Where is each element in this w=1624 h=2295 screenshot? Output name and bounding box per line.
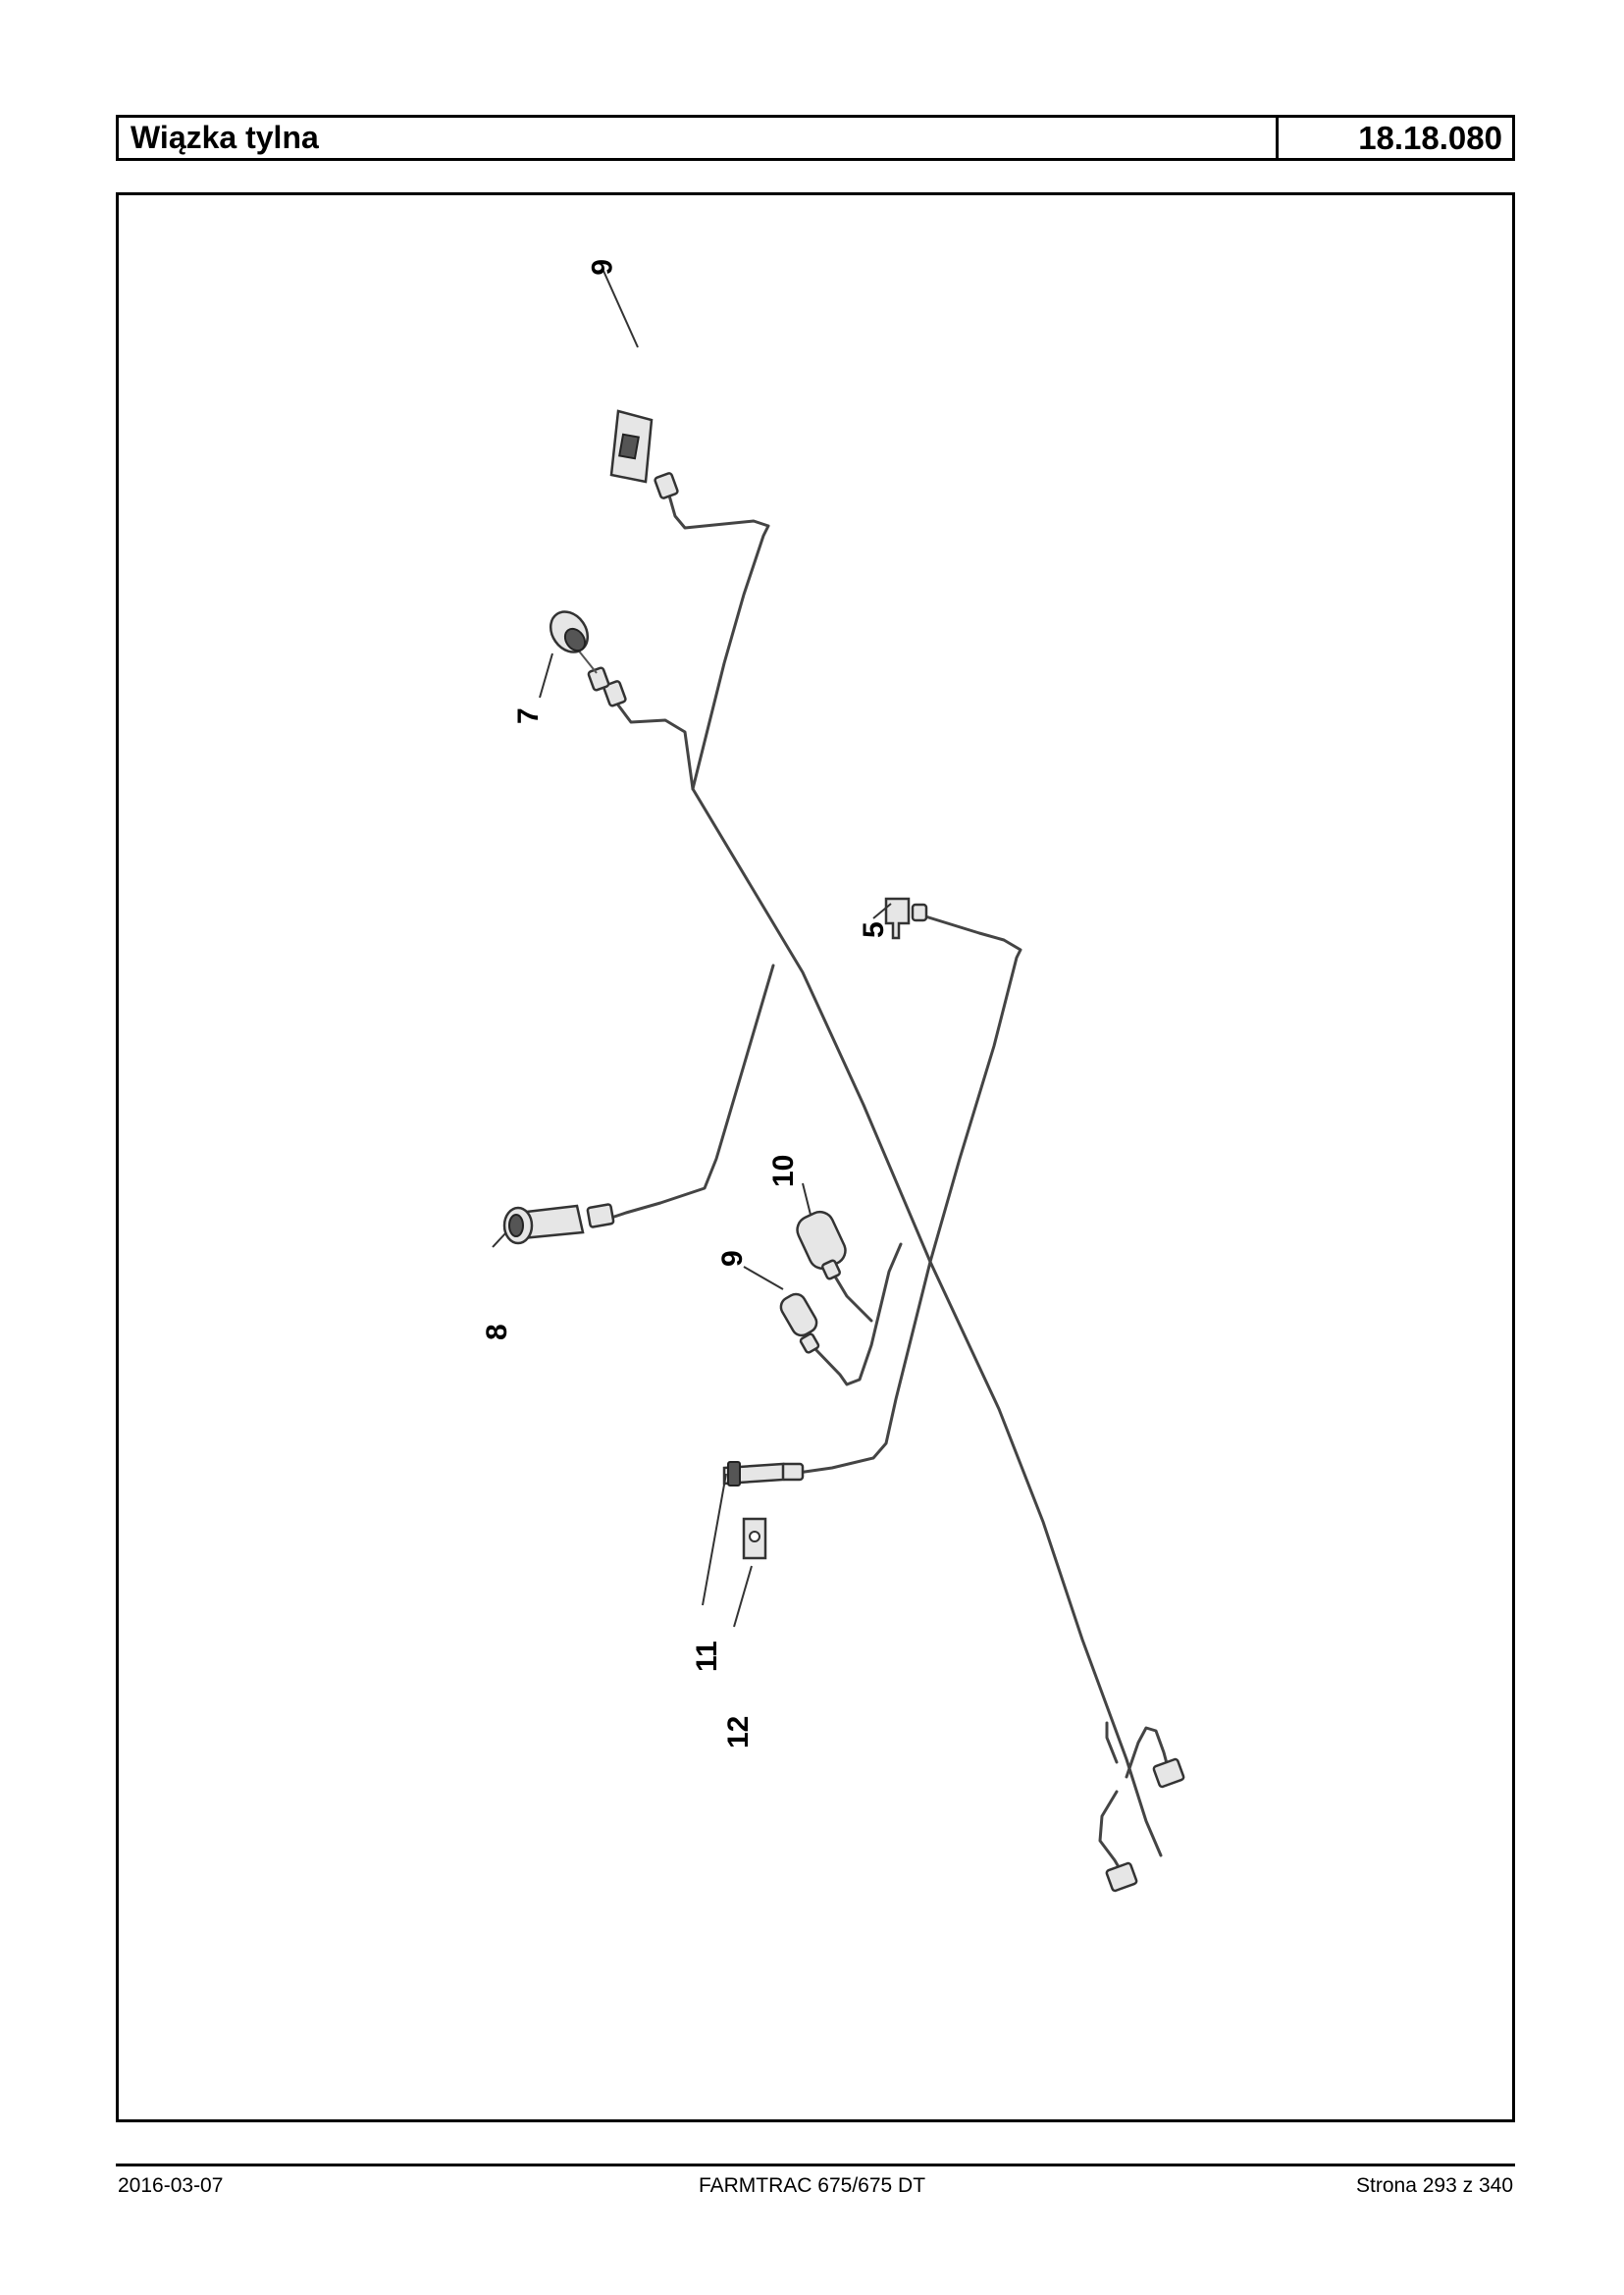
callout-11: 11: [691, 1641, 723, 1672]
callout-12: 12: [722, 1716, 755, 1748]
sensor-9: [779, 1292, 818, 1337]
lower-connector-a: [1152, 1757, 1185, 1789]
callout-6: 6: [585, 259, 617, 276]
leader-5: [872, 903, 892, 919]
diagram-frame: [116, 192, 1515, 2122]
lower-branch-wire-a: [1125, 1726, 1170, 1779]
leader-6: [602, 270, 639, 348]
page-header: Wiązka tylna 18.18.080: [116, 115, 1515, 161]
leader-12: [733, 1565, 753, 1628]
sensor-11-nut: [727, 1461, 741, 1487]
branch-wire-5: [923, 914, 1022, 1264]
lower-branch-wire: [1105, 1721, 1119, 1764]
callout-10: 10: [767, 1155, 800, 1187]
branch-wire-11: [796, 1260, 932, 1475]
footer-page-number: Strona 293 z 340: [1356, 2174, 1513, 2197]
plate-12-hole: [749, 1531, 760, 1542]
plug-8-face: [508, 1214, 524, 1237]
connector-8: [586, 1203, 615, 1228]
wiring-harness-diagram: 6 7 5 10 9 8 11 12: [481, 259, 1185, 1893]
callout-5: 5: [858, 921, 890, 938]
connector-10: [821, 1259, 841, 1280]
section-code: 18.18.080: [1358, 120, 1502, 156]
lower-connector-b: [1105, 1861, 1138, 1893]
callout-9: 9: [716, 1250, 749, 1267]
connector-9: [799, 1332, 820, 1354]
connector-7a: [602, 680, 627, 707]
callout-7: 7: [512, 707, 545, 724]
connector-5: [911, 903, 928, 922]
leader-7: [539, 652, 553, 699]
page-title: Wiązka tylna: [119, 118, 1279, 158]
lower-branch-wire-b: [1098, 1790, 1124, 1874]
branch-wire-9-10: [812, 1242, 903, 1386]
branch-wire-8: [606, 964, 775, 1221]
leader-10: [802, 1182, 812, 1216]
top-connector: [654, 472, 679, 499]
footer-divider: [116, 2164, 1515, 2166]
callout-8: 8: [481, 1324, 513, 1340]
main-harness-trunk: [691, 787, 1163, 1857]
footer-date: 2016-03-07: [118, 2174, 224, 2197]
sensor-10: [796, 1210, 847, 1271]
connector-7b: [587, 666, 610, 692]
footer-model: FARMTRAC 675/675 DT: [698, 2174, 926, 2197]
upper-branch-wire: [665, 487, 770, 791]
leader-11: [702, 1473, 727, 1606]
socket-7-inner: [563, 627, 587, 652]
connector-11: [779, 1462, 805, 1482]
branch-wire-7: [614, 701, 695, 791]
leader-8: [492, 1231, 507, 1248]
branch-wire-10: [830, 1270, 873, 1323]
switch-5: [884, 897, 911, 940]
lamp-6-lens: [618, 433, 640, 460]
leader-9: [743, 1266, 784, 1290]
